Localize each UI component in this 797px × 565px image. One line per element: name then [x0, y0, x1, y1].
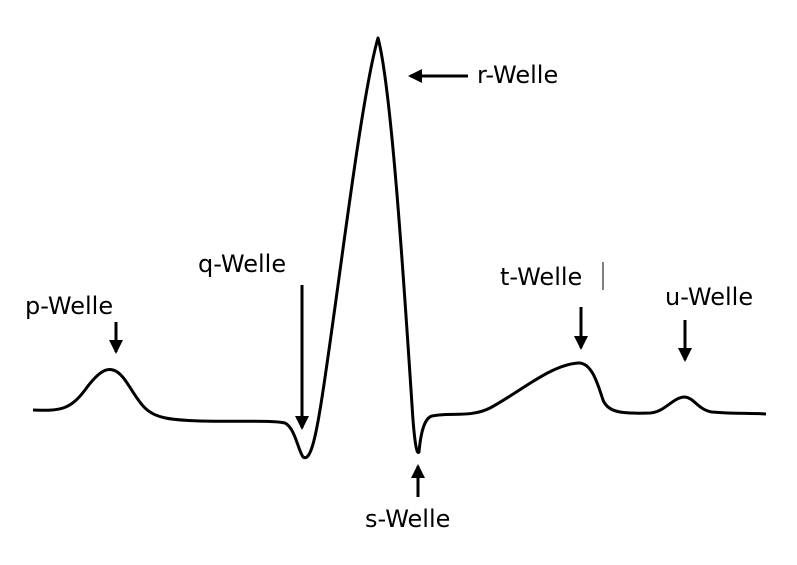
u-wave-label: u-Welle: [665, 283, 753, 311]
q-wave-label: q-Welle: [198, 250, 286, 278]
p-wave-label: p-Welle: [25, 292, 113, 320]
t-wave-label: t-Welle: [500, 263, 582, 291]
r-wave-label: r-Welle: [477, 61, 558, 89]
ecg-waveform: [32, 36, 767, 460]
s-wave-label: s-Welle: [365, 505, 450, 533]
